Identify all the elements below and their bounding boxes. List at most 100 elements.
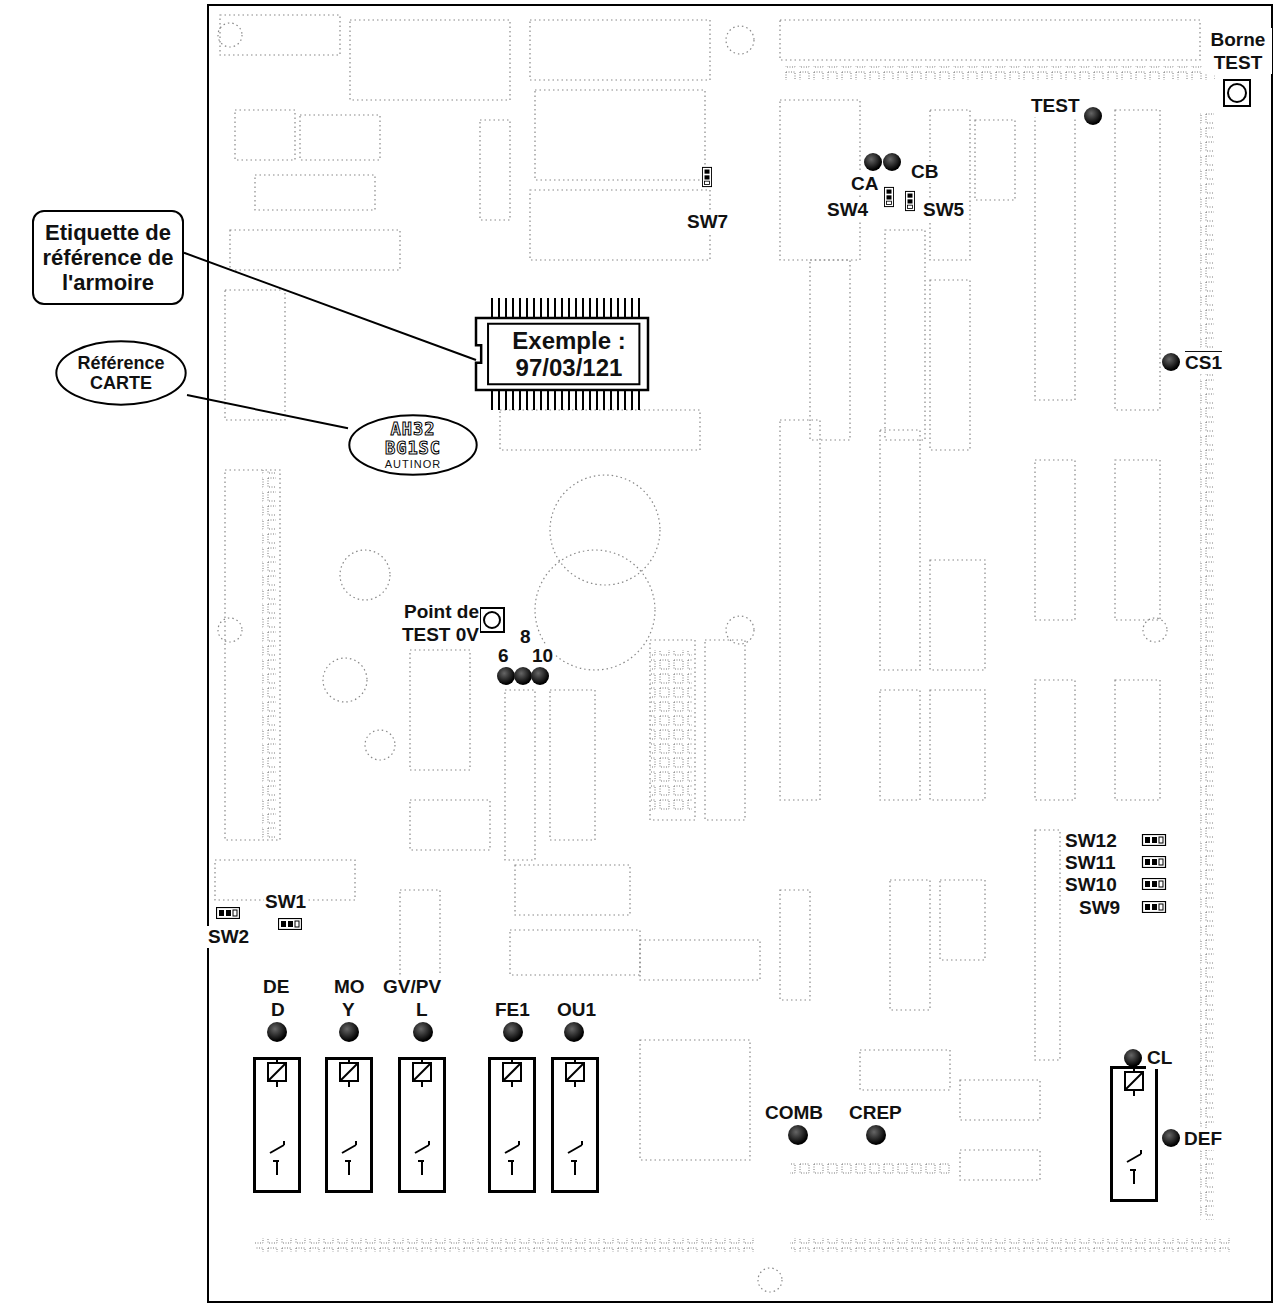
- trace: [365, 730, 395, 760]
- trace: [810, 260, 850, 440]
- trace: [350, 20, 510, 100]
- test-point: [564, 1022, 584, 1042]
- relay-symbol: [327, 1058, 372, 1192]
- signal-label: DE: [262, 976, 290, 998]
- jumper-symbol: [884, 187, 893, 206]
- test-point: [503, 1022, 523, 1042]
- trace: [530, 20, 710, 80]
- relay-symbol: [1112, 1067, 1157, 1201]
- trace: [530, 190, 710, 260]
- trace: [225, 470, 280, 840]
- jumper-symbol: [1143, 835, 1166, 846]
- signal-label: MO: [333, 976, 366, 998]
- trace: [225, 290, 285, 420]
- node-text: 97/03/121: [516, 354, 623, 381]
- trace: [1035, 110, 1075, 400]
- test-point: [1162, 353, 1180, 371]
- signal-label: SW4: [826, 199, 869, 221]
- pin-row: [492, 298, 639, 318]
- dotted-traces: [215, 15, 1200, 1292]
- stamp-text: AUTINOR: [385, 458, 442, 470]
- signal-label: SW7: [686, 211, 729, 233]
- trace: [550, 690, 595, 840]
- test-point: [883, 153, 901, 171]
- test-point: [514, 667, 532, 685]
- test-point: [1162, 1129, 1180, 1147]
- trace: [535, 90, 705, 180]
- test-point: [864, 153, 882, 171]
- jumper-symbol: [702, 167, 711, 186]
- trace: [323, 658, 367, 702]
- test-terminal: [1228, 84, 1246, 102]
- trace: [726, 26, 754, 54]
- node-text: Etiquette de référence de l'armoire: [42, 220, 174, 295]
- trace: [510, 930, 640, 975]
- trace: [410, 800, 490, 850]
- trace: [220, 15, 340, 55]
- trace: [410, 650, 470, 770]
- trace: [890, 880, 930, 1010]
- trace: [1035, 460, 1075, 620]
- test-point: [1124, 1049, 1142, 1067]
- trace: [705, 640, 745, 820]
- signal-label: FE1: [494, 999, 531, 1021]
- trace: [780, 20, 1200, 60]
- signal-label: SW10: [1064, 874, 1118, 896]
- trace: [1115, 110, 1160, 410]
- test-point: [1084, 107, 1102, 125]
- callout-ellipse: Référence CARTE: [55, 340, 187, 406]
- node-text: Référence CARTE: [61, 353, 181, 393]
- stamp-text: BG1SC: [385, 439, 441, 458]
- trace: [885, 230, 925, 440]
- relay-symbol: [490, 1058, 535, 1192]
- test-point: [866, 1125, 886, 1145]
- trace: [1035, 830, 1060, 1060]
- signal-label: 6: [497, 645, 510, 667]
- signal-label: CS1: [1184, 352, 1223, 374]
- signal-label: CREP: [848, 1102, 903, 1124]
- trace: [960, 1150, 1040, 1180]
- board-outline: [208, 5, 1272, 1302]
- signal-label: TEST: [1030, 95, 1081, 117]
- node-text: Exemple :: [512, 327, 625, 354]
- leader-line: [184, 253, 476, 360]
- pad-strip: [790, 1160, 950, 1174]
- trace: [550, 475, 660, 585]
- test-terminal: [480, 608, 504, 632]
- label-outline: [488, 324, 639, 384]
- test-squares: [480, 80, 1250, 632]
- signal-label: D: [270, 999, 286, 1021]
- signal-label: L: [415, 999, 429, 1021]
- trace: [515, 865, 630, 915]
- signal-label: 8: [519, 626, 532, 648]
- trace: [230, 230, 400, 270]
- stamp-text: AH32: [391, 420, 436, 439]
- test-point: [788, 1125, 808, 1145]
- test-point: [413, 1022, 433, 1042]
- trace: [726, 616, 754, 644]
- pad-strip: [785, 66, 1215, 80]
- jumper-symbol: [217, 908, 240, 919]
- trace: [930, 110, 970, 260]
- signal-label: SW1: [264, 891, 307, 913]
- test-point: [497, 667, 515, 685]
- trace: [780, 100, 860, 260]
- signal-label: GV/PV: [382, 976, 442, 998]
- trace: [1143, 618, 1167, 642]
- jumpers: [217, 167, 1166, 929]
- test-points: [267, 107, 1180, 1147]
- trace: [930, 280, 970, 450]
- relay-symbol: [400, 1058, 445, 1192]
- test-point: [531, 667, 549, 685]
- trace: [758, 1268, 782, 1292]
- trace: [880, 690, 920, 800]
- trace: [480, 120, 510, 220]
- signal-label: Point de TEST 0V: [378, 600, 480, 646]
- outline-ellipse: [56, 341, 185, 404]
- signal-label: Borne TEST: [1204, 28, 1272, 74]
- jumper-symbol: [905, 191, 914, 210]
- signal-label: COMB: [764, 1102, 824, 1124]
- trace: [1115, 460, 1160, 620]
- trace: [975, 120, 1015, 200]
